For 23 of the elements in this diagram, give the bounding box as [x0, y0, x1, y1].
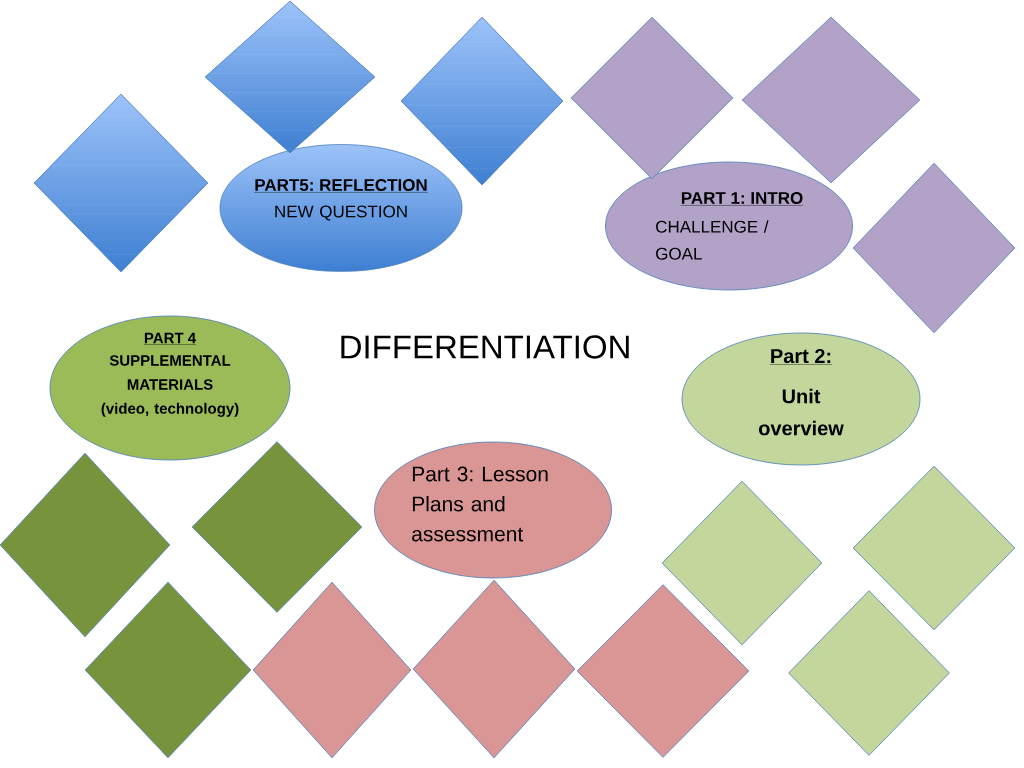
text: CHALLENGE / GOAL — [656, 220, 769, 260]
text: SUPPLEMENTAL MATERIALS (video, technology) — [101, 355, 239, 417]
diamond — [191, 441, 363, 613]
diamond — [852, 465, 1016, 631]
text: Unit overview — [759, 388, 844, 436]
diamond — [33, 93, 209, 273]
title: DIFFERENTIATION — [341, 335, 629, 359]
heading-text: PART 1: INTRO — [680, 192, 804, 206]
diamond — [84, 581, 252, 759]
heading-text: PART5: REFLECTION — [254, 179, 428, 193]
diamond — [412, 579, 576, 759]
diamond — [576, 584, 750, 758]
diamond — [0, 452, 171, 638]
text: NEW QUESTION — [275, 205, 407, 221]
heading-text: Part 2: — [769, 348, 833, 365]
text: Part 3: Lesson Plans and assessment — [412, 466, 548, 542]
diamond — [788, 590, 950, 756]
heading-text: PART 4 — [143, 332, 197, 345]
diamond — [661, 480, 823, 646]
diamond — [570, 16, 734, 180]
diamond — [741, 16, 921, 184]
diamond — [852, 162, 1016, 334]
diamond — [252, 581, 412, 759]
